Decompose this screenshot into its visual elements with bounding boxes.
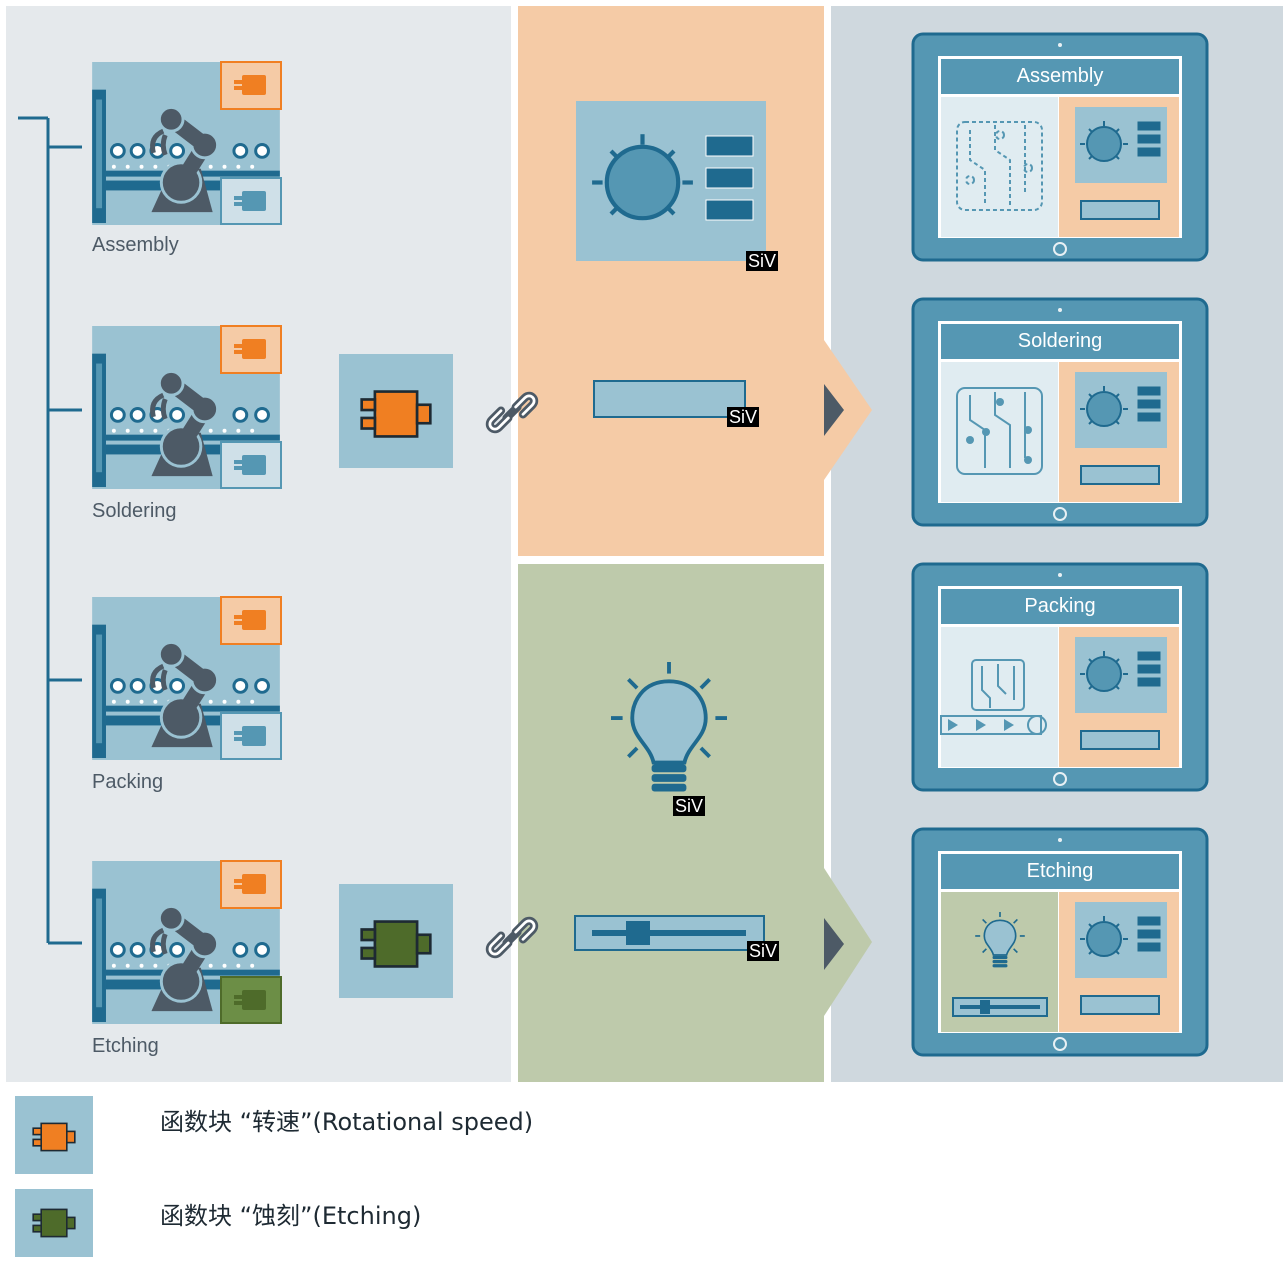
network-bracket [18,116,82,945]
legend-text-rotational-speed: 函数块 “转速”(Rotational speed) [160,1108,534,1136]
siv-badge-bulb: SiV [673,796,706,816]
arrow-head-top [824,384,844,436]
tablet-etching [911,827,1209,1057]
panel-etching [518,564,824,1082]
siv-badge-input: SiV [727,407,760,427]
machine-label-packing: Packing [92,771,164,793]
machine-label-assembly: Assembly [92,234,179,256]
arrow-head-bottom [824,918,844,970]
machine-assembly [92,61,282,225]
tablet-soldering [911,297,1209,527]
tablet-title-assembly: Assembly [1016,65,1104,87]
machine-etching [92,860,282,1024]
speed-input-field [593,380,746,418]
machine-soldering [92,325,282,489]
tablet-assembly [911,32,1209,262]
siv-badge-gauge: SiV [746,251,779,271]
machine-packing [92,596,282,760]
tablet-title-packing: Packing [1024,595,1096,617]
machine-label-soldering: Soldering [92,500,177,522]
arrow-notch-top [824,340,872,480]
machine-label-etching: Etching [92,1035,159,1057]
tablet-title-soldering: Soldering [1017,330,1103,352]
siv-badge-slider: SiV [747,941,780,961]
tablet-title-etching: Etching [1026,860,1094,882]
panel-rotational-speed [518,6,824,556]
legend-text-etching: 函数块 “蚀刻”(Etching) [160,1202,422,1230]
tablet-packing [911,562,1209,792]
arrow-notch-bottom [824,868,872,1016]
